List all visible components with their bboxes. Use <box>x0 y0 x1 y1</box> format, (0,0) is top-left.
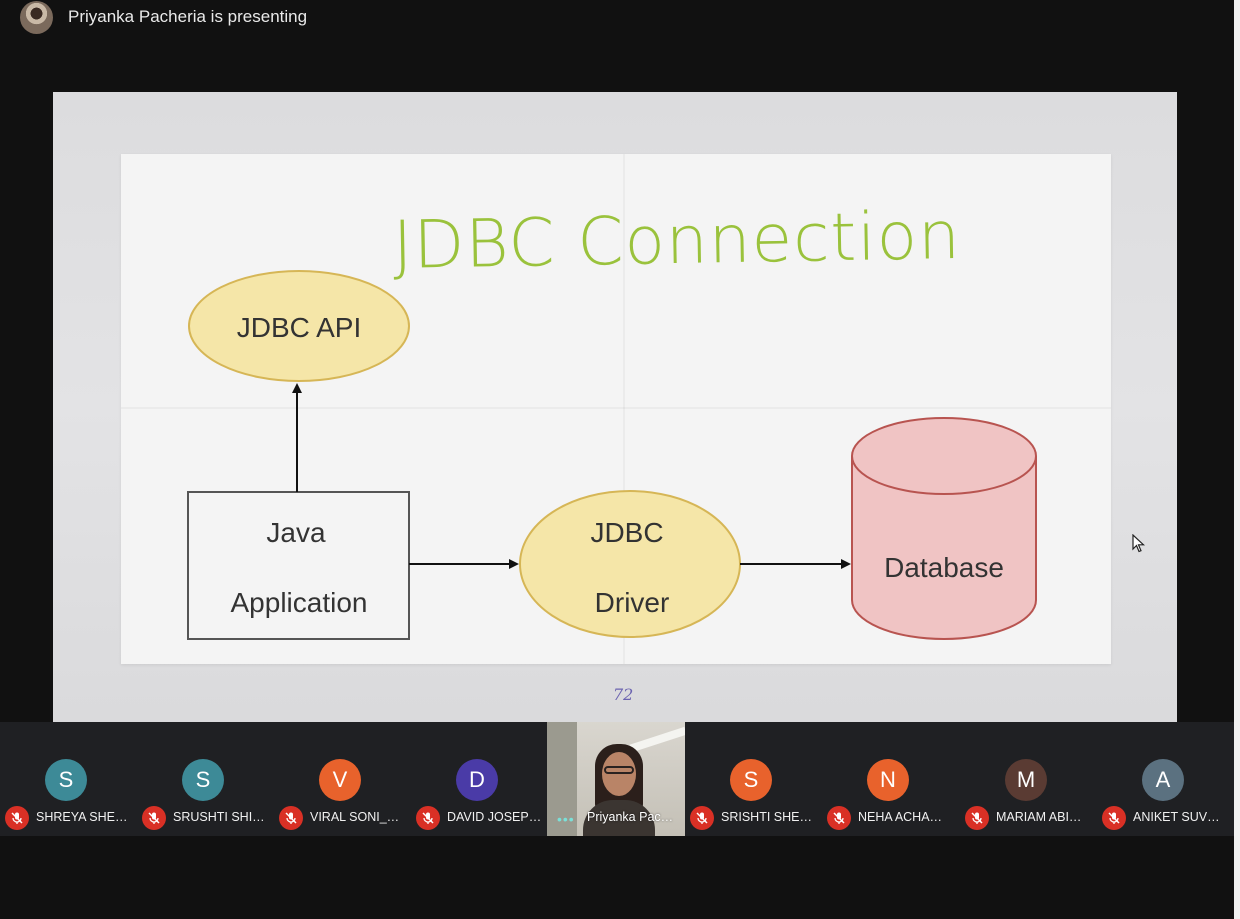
participant-tile[interactable]: M MARIAM ABI… <box>960 722 1097 836</box>
database-node: Database <box>851 417 1037 640</box>
participant-name: Priyanka Pac… <box>587 810 674 824</box>
participant-tile[interactable]: A ANIKET SUV… <box>1097 722 1234 836</box>
participant-tile[interactable]: V VIRAL SONI_… <box>274 722 411 836</box>
participant-name: SRISHTI SHE… <box>721 810 812 824</box>
participant-avatar: S <box>182 759 224 801</box>
shared-screen-slide: JDBC Connection JDBC API Java Applicatio… <box>53 92 1177 722</box>
video-person-glasses <box>604 766 634 774</box>
presentation-header: Priyanka Pacheria is presenting <box>0 0 1240 36</box>
slide-page-number: 72 <box>613 685 634 704</box>
jdbc-api-node: JDBC API <box>188 270 410 382</box>
participant-tile[interactable]: S SRUSHTI SHI… <box>137 722 274 836</box>
database-label: Database <box>884 552 1004 583</box>
participant-name: MARIAM ABI… <box>996 810 1082 824</box>
video-background-window <box>547 722 577 836</box>
participant-avatar: M <box>1005 759 1047 801</box>
mic-off-icon <box>416 806 440 830</box>
presenter-video-tile[interactable]: ••• Priyanka Pac… <box>547 722 685 836</box>
participant-tile[interactable]: D DAVID JOSEP… <box>411 722 548 836</box>
presenter-avatar[interactable] <box>20 1 53 34</box>
participant-tile[interactable]: S SHREYA SHE… <box>0 722 137 836</box>
java-label-line2: Application <box>231 587 368 618</box>
screen-edge <box>1234 0 1240 919</box>
participant-name: VIRAL SONI_… <box>310 810 400 824</box>
jdbc-api-label: JDBC API <box>237 312 361 343</box>
participant-avatar: V <box>319 759 361 801</box>
video-person-face <box>602 752 636 796</box>
participant-tile[interactable]: S SRISHTI SHE… <box>685 722 822 836</box>
jdbc-diagram: JDBC Connection JDBC API Java Applicatio… <box>187 197 1037 640</box>
participant-avatar: S <box>730 759 772 801</box>
mic-off-icon <box>142 806 166 830</box>
participant-name: DAVID JOSEP… <box>447 810 542 824</box>
java-label-line1: Java <box>266 517 326 548</box>
participant-avatar: A <box>1142 759 1184 801</box>
slide-title: JDBC Connection <box>392 197 961 284</box>
driver-label-line1: JDBC <box>590 517 663 548</box>
participant-name: NEHA ACHA… <box>858 810 943 824</box>
java-application-node: Java Application <box>187 491 410 640</box>
mouse-pointer-icon <box>1132 534 1146 553</box>
mic-off-icon <box>690 806 714 830</box>
participant-name: ANIKET SUV… <box>1133 810 1220 824</box>
presenting-status-text: Priyanka Pacheria is presenting <box>68 7 308 26</box>
mic-off-icon <box>5 806 29 830</box>
mic-off-icon <box>965 806 989 830</box>
participant-name: SHREYA SHE… <box>36 810 128 824</box>
more-options-icon[interactable]: ••• <box>557 811 575 827</box>
participant-avatar: S <box>45 759 87 801</box>
mic-off-icon <box>827 806 851 830</box>
participant-tile[interactable]: N NEHA ACHA… <box>822 722 959 836</box>
jdbc-driver-node: JDBC Driver <box>519 490 741 638</box>
driver-label-line2: Driver <box>595 587 670 618</box>
participant-avatar: N <box>867 759 909 801</box>
mic-off-icon <box>1102 806 1126 830</box>
participant-avatar: D <box>456 759 498 801</box>
mic-off-icon <box>279 806 303 830</box>
participant-name: SRUSHTI SHI… <box>173 810 265 824</box>
video-person-body <box>583 800 655 836</box>
